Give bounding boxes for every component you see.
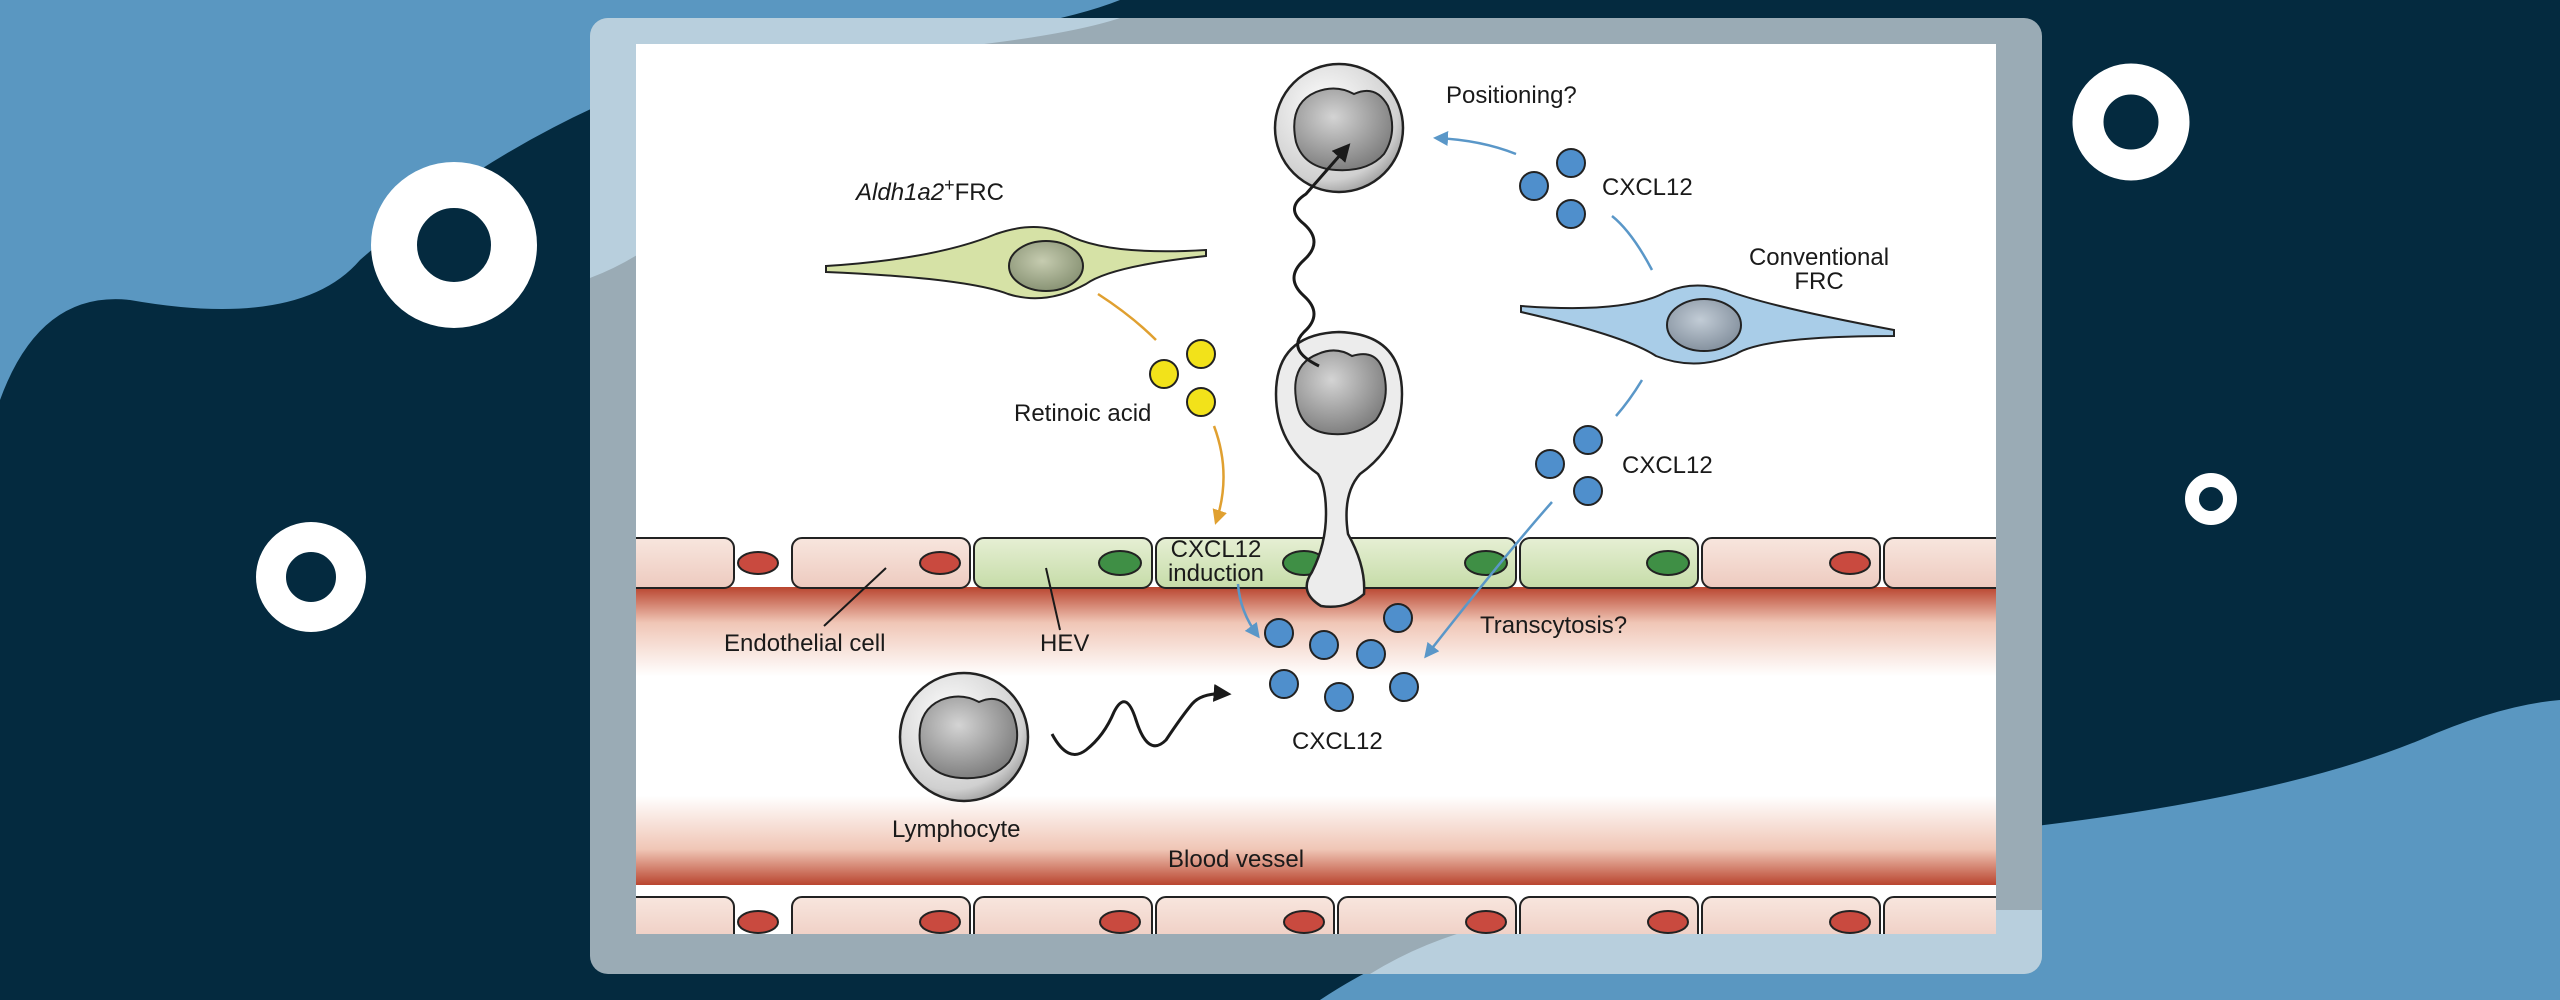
- cxcl12-dot: [1383, 603, 1413, 633]
- endothelial-cell-label: Endothelial cell: [724, 630, 886, 657]
- cxcl12-lumen-label: CXCL12: [1292, 728, 1383, 755]
- endothelial-cell: [636, 537, 735, 589]
- cxcl12-release-arrow: [1236, 583, 1260, 639]
- conventional-frc-label-line2: FRC: [1794, 268, 1844, 295]
- hev-leader: [1045, 567, 1061, 631]
- endothelial-nucleus: [1283, 910, 1325, 934]
- aldh1a2-frc-nucleus: [1008, 240, 1084, 292]
- cxcl12-secretion-line: [1611, 215, 1654, 271]
- aldh1a2-superscript: +: [944, 175, 955, 195]
- cxcl12-induction-line2: induction: [1167, 560, 1265, 587]
- endothelial-cell: [1883, 537, 1996, 589]
- retinoic-acid-induction-arrow: [1212, 425, 1227, 525]
- migration-wavy-arrow: [1292, 143, 1351, 368]
- transcytosis-label: Transcytosis?: [1480, 612, 1628, 639]
- cxcl12-secretion-line: [1615, 379, 1644, 417]
- cxcl12-dot: [1573, 476, 1603, 506]
- endothelial-nucleus: [1647, 910, 1689, 934]
- conventional-frc-label-line1: Conventional: [1748, 244, 1890, 271]
- endothelial-nucleus: [1829, 551, 1871, 575]
- cxcl12-dot: [1356, 639, 1386, 669]
- aldh1a2-gene-name: Aldh1a2: [856, 179, 945, 206]
- ring-decoration: [2072, 63, 2190, 181]
- hev-label: HEV: [1040, 630, 1090, 657]
- cxcl12-label-top: CXCL12: [1602, 174, 1693, 201]
- retinoic-acid-label: Retinoic acid: [1014, 400, 1152, 427]
- migration-wavy-arrow: [1050, 683, 1232, 756]
- cxcl12-dot: [1573, 425, 1603, 455]
- blood-vessel-label: Blood vessel: [1168, 846, 1305, 873]
- cxcl12-dot: [1556, 199, 1586, 229]
- endothelial-cell: [1883, 896, 1996, 934]
- endothelial-nucleus: [1829, 910, 1871, 934]
- endothelial-cell: [791, 537, 971, 589]
- positioning-arrow: [1433, 131, 1517, 156]
- cxcl12-dot: [1535, 449, 1565, 479]
- cxcl12-dot: [1324, 682, 1354, 712]
- lymphocyte-nucleus: [1293, 87, 1394, 172]
- transcytosis-arrow: [1424, 501, 1553, 659]
- endothelial-cell: [1701, 537, 1881, 589]
- endothelial-cell-leader: [823, 567, 887, 627]
- positioning-label: Positioning?: [1446, 82, 1577, 109]
- hev-nucleus: [1098, 550, 1142, 576]
- ring-decoration: [371, 162, 537, 328]
- cxcl12-dot: [1389, 672, 1419, 702]
- cxcl12-dot: [1556, 148, 1586, 178]
- vessel-bottom-wall: [636, 896, 1996, 934]
- endothelial-nucleus: [919, 910, 961, 934]
- endothelial-nucleus: [737, 910, 779, 934]
- aldh1a2-suffix: FRC: [954, 179, 1004, 206]
- retinoic-acid-dot: [1186, 339, 1216, 369]
- aldh1a2-frc-label: Aldh1a2+FRC: [856, 176, 1004, 205]
- endothelial-nucleus: [737, 551, 779, 575]
- diagram-canvas: Aldh1a2+FRC Positioning? CXCL12 Conventi…: [636, 44, 1996, 934]
- cxcl12-induction-line1: CXCL12: [1170, 536, 1262, 563]
- ring-decoration: [256, 522, 366, 632]
- hev-cell: [973, 537, 1153, 589]
- lymphocyte-nucleus: [918, 695, 1019, 780]
- figure-frame: Aldh1a2+FRC Positioning? CXCL12 Conventi…: [590, 18, 2042, 974]
- retinoic-acid-dot: [1186, 387, 1216, 417]
- cxcl12-label-mid: CXCL12: [1622, 452, 1713, 479]
- lymphocyte-label: Lymphocyte: [892, 816, 1021, 843]
- cxcl12-dot: [1309, 630, 1339, 660]
- transmigrating-lymphocyte-nucleus: [1294, 349, 1387, 436]
- cxcl12-dot: [1264, 618, 1294, 648]
- vessel-top-wall: [636, 537, 1996, 589]
- hev-cell: [1519, 537, 1699, 589]
- hev-nucleus: [1646, 550, 1690, 576]
- endothelial-nucleus: [919, 551, 961, 575]
- background-wave-top-left: [0, 0, 1120, 400]
- endothelial-nucleus: [1465, 910, 1507, 934]
- cxcl12-dot: [1269, 669, 1299, 699]
- endothelial-nucleus: [1099, 910, 1141, 934]
- conventional-frc-nucleus: [1666, 298, 1742, 352]
- diagram-drawing: [636, 62, 1996, 934]
- conventional-frc-label: Conventional FRC: [1734, 246, 1904, 294]
- retinoic-acid-secretion-line: [1097, 292, 1157, 341]
- retinoic-acid-dot: [1149, 359, 1179, 389]
- endothelial-cell: [636, 896, 735, 934]
- cxcl12-induction-label: CXCL12 induction: [1156, 538, 1276, 586]
- ring-decoration: [2185, 473, 2237, 525]
- cxcl12-dot: [1519, 171, 1549, 201]
